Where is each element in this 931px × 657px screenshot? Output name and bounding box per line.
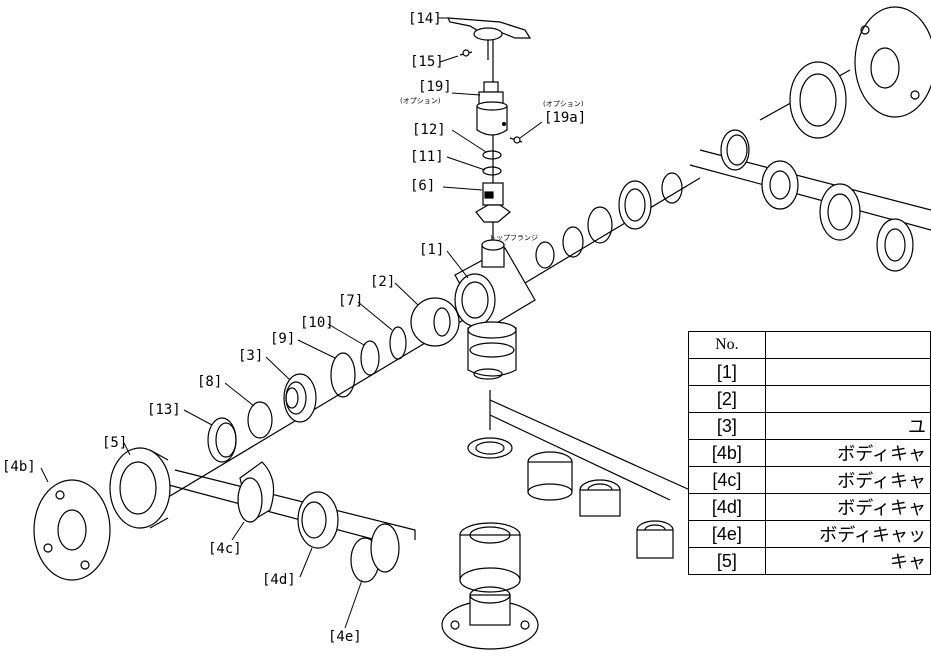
adapter-part-19	[476, 81, 508, 136]
callout-5: [5]	[102, 435, 128, 451]
callout-4e: [4e]	[328, 629, 362, 645]
row-no: [4c]	[688, 466, 766, 494]
union-end-part-3	[283, 373, 317, 423]
handle-part-14	[446, 17, 532, 60]
table-row: [3] ユ	[688, 412, 931, 440]
union-nut-part-5	[109, 447, 171, 529]
callout-19a: [19a]	[544, 110, 587, 126]
row-no: [2]	[688, 385, 766, 413]
callout-12: [12]	[412, 122, 446, 138]
stem-part-6	[475, 182, 511, 223]
callout-7: [7]	[338, 293, 364, 309]
callout-19: [19]	[418, 79, 452, 95]
row-no: [4e]	[688, 520, 766, 548]
tray-line-d	[489, 414, 671, 501]
table-header-row: No.	[688, 331, 931, 359]
row-no: [4b]	[688, 439, 766, 467]
row-name	[764, 385, 931, 413]
table-row: [2]	[688, 385, 931, 413]
valve-body-part-1	[454, 239, 536, 380]
seat-part-10	[360, 340, 380, 376]
lower-assembly	[441, 437, 674, 650]
end-part-4c	[237, 461, 275, 523]
callout-11: [11]	[410, 149, 444, 165]
row-no: [1]	[688, 358, 766, 386]
seat-part-7	[389, 326, 407, 360]
callout-10: [10]	[300, 315, 334, 331]
flange-part-4b	[33, 479, 111, 581]
callout-15: [15]	[410, 54, 444, 70]
row-name: ボディキャッ	[764, 520, 931, 548]
tray-line-b	[149, 479, 396, 546]
callout-4c: [4c]	[208, 541, 242, 557]
table-row: [5] キャ	[688, 547, 931, 575]
callout-19a-option-note: (オプション)	[543, 100, 584, 108]
callout-4b: [4b]	[2, 459, 36, 475]
callout-14: [14]	[408, 11, 442, 27]
row-no: [4d]	[688, 493, 766, 521]
screw-part-15	[459, 49, 473, 57]
end-part-4d	[297, 491, 339, 549]
callout-3: [3]	[238, 348, 264, 364]
parts-table: No. [1] [2] [3] ユ [4b] ボディキャ [4c] ボディキャ …	[688, 331, 931, 575]
row-name: ボディキャ	[764, 466, 931, 494]
o-ring-part-11	[482, 166, 502, 176]
end-part-4e	[350, 523, 400, 583]
row-name: ボディキャ	[764, 493, 931, 521]
body-lower-ring	[473, 368, 503, 380]
table-row: [4d] ボディキャ	[688, 493, 931, 521]
o-ring-part-12	[482, 150, 502, 160]
o-ring-part-9	[330, 352, 356, 398]
o-ring-part-8	[247, 401, 273, 439]
screw-part-19a	[509, 136, 523, 144]
main-axis-line	[129, 177, 701, 521]
table-row: [4c] ボディキャ	[688, 466, 931, 494]
callout-9: [9]	[270, 331, 296, 347]
row-name: ボディキャ	[764, 439, 931, 467]
leader-lines	[40, 17, 543, 629]
callout-1: [1]	[419, 242, 445, 258]
callout-6: [6]	[410, 178, 436, 194]
callout-2: [2]	[370, 274, 396, 290]
callout-19-option-note: (オプション)	[400, 97, 441, 105]
right-assembly	[535, 6, 931, 272]
ball-part-2	[410, 297, 460, 347]
table-row: [4b] ボディキャ	[688, 439, 931, 467]
top-flange-note: トップフランジ	[489, 234, 538, 242]
row-name: ユ	[764, 412, 931, 440]
header-name	[764, 331, 931, 359]
row-name: キャ	[764, 547, 931, 575]
callout-4d: [4d]	[262, 572, 296, 588]
table-row: [1]	[688, 358, 931, 386]
snap-ring-part-13	[207, 417, 237, 463]
row-no: [5]	[688, 547, 766, 575]
callout-8: [8]	[197, 374, 223, 390]
callout-13: [13]	[147, 402, 181, 418]
row-name	[764, 358, 931, 386]
table-row: [4e] ボディキャッ	[688, 520, 931, 548]
header-no: No.	[688, 331, 766, 359]
parts-table-container: No. [1] [2] [3] ユ [4b] ボディキャ [4c] ボディキャ …	[688, 331, 931, 657]
row-no: [3]	[688, 412, 766, 440]
